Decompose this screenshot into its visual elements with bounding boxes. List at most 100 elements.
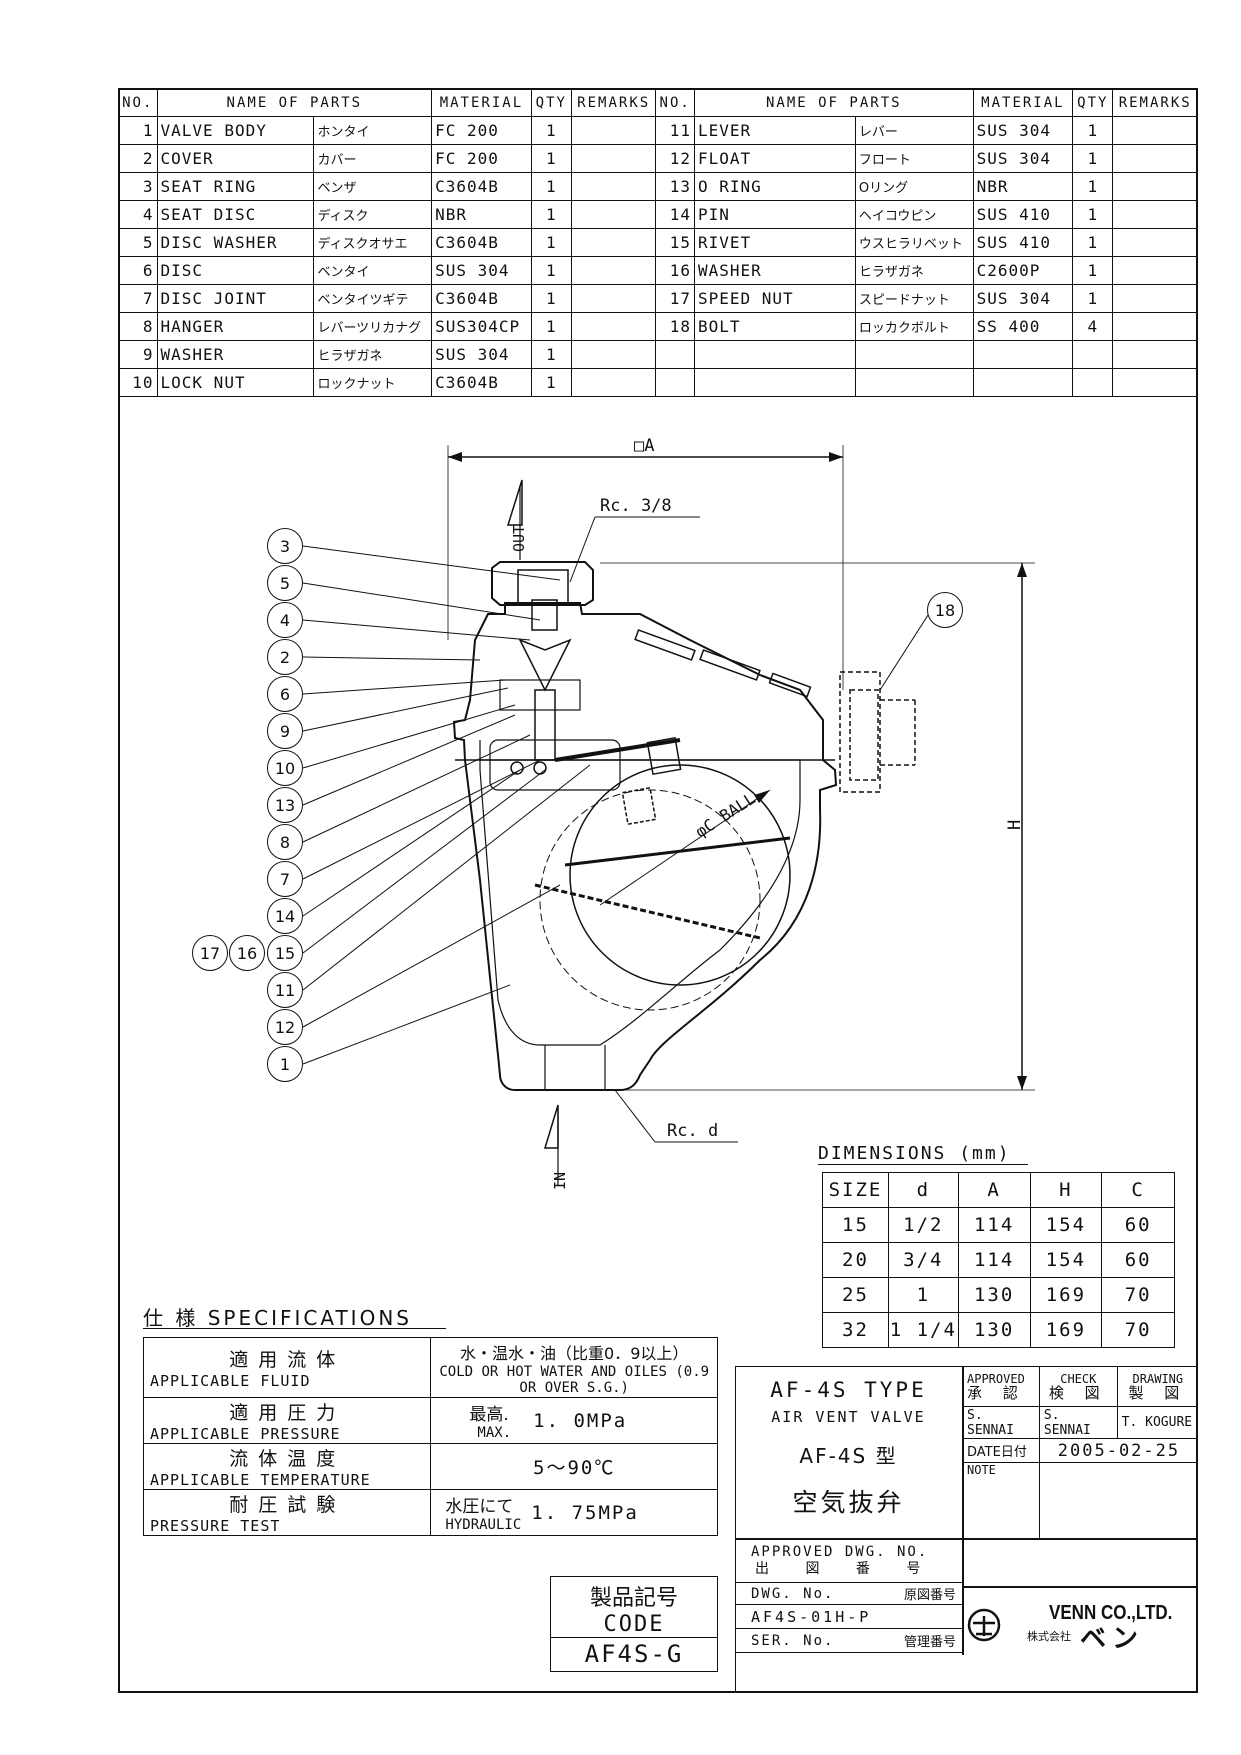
part-material: SUS 410	[972, 228, 1074, 257]
spec-fluid-jp: 適用流体	[229, 1349, 346, 1371]
dimensions-cell: 32	[822, 1312, 889, 1348]
spec-test-en: PRESSURE TEST	[150, 1517, 281, 1535]
valve-body-outline	[452, 602, 838, 1091]
venn-logo-icon	[967, 1608, 1001, 1642]
callout-bubble: 7	[267, 861, 303, 897]
part-qty: 1	[530, 116, 572, 145]
dimensions-cell: 154	[1029, 1242, 1103, 1278]
approved-by: S. SENNAI	[962, 1406, 1040, 1439]
part-name-jp: ロックナット	[313, 368, 433, 397]
part-name: SEAT RING	[156, 172, 315, 201]
dim-h-label: H	[1005, 820, 1025, 830]
dimensions-cell: 3/4	[887, 1242, 959, 1278]
part-no: 1	[118, 116, 158, 145]
out-label: OUT	[510, 525, 528, 552]
part-name-jp: カバー	[313, 144, 433, 173]
spec-pressure-max-en: MAX.	[477, 1425, 512, 1441]
part-name: DISC	[156, 256, 315, 285]
dimensions-cell: 20	[822, 1242, 889, 1278]
spec-fluid-en: APPLICABLE FLUID	[150, 1372, 311, 1390]
header-qty: QTY	[1072, 88, 1114, 117]
part-remarks	[570, 172, 657, 201]
desc-jp: 空気抜弁	[792, 1488, 905, 1517]
callout-bubble: 4	[267, 602, 303, 638]
in-label: IN	[551, 1172, 569, 1190]
dimensions-header-cell: SIZE	[822, 1172, 889, 1208]
part-qty: 1	[1072, 200, 1114, 229]
code-label-en: CODE	[603, 1612, 665, 1637]
approved-dwg-jp: 出 図 番 号	[755, 1561, 937, 1577]
part-material: C3604B	[431, 368, 532, 397]
header-name: NAME OF PARTS	[156, 88, 433, 117]
part-qty: 1	[1072, 172, 1114, 201]
ser-no-jp: 管理番号	[903, 1635, 956, 1650]
dimensions-cell: 154	[1029, 1207, 1103, 1243]
callout-bubble: 8	[267, 824, 303, 860]
approved-dwg-label: APPROVED DWG. NO.	[751, 1544, 929, 1560]
parts-table: NO. NAME OF PARTS MATERIAL QTY REMARKS N…	[118, 88, 1198, 397]
dimensions-cell: 1 1/4	[887, 1312, 959, 1348]
note-label: NOTE	[962, 1462, 1040, 1539]
dimensions-header-cell: C	[1101, 1172, 1175, 1208]
callout-bubble: 2	[267, 639, 303, 675]
part-name-jp: ヒラザガネ	[313, 340, 433, 369]
code-label-jp: 製品記号	[589, 1586, 678, 1611]
part-name-jp: ホンタイ	[313, 116, 433, 145]
part-name-jp: ウスヒラリベット	[854, 228, 974, 257]
dimensions-cell: 1/2	[887, 1207, 959, 1243]
spec-temp-val: 5～90℃	[533, 1457, 616, 1479]
spec-pressure-val: 1. 0MPa	[533, 1409, 628, 1432]
spec-title: 仕 様 SPECIFICATIONS	[143, 1306, 412, 1330]
drawing-label: DRAWING	[1132, 1372, 1184, 1386]
dimensions-cell: 60	[1101, 1242, 1175, 1278]
company-jp: ベン	[1080, 1624, 1145, 1654]
part-no	[655, 368, 695, 397]
code-box: 製品記号 CODE AF4S-G	[550, 1576, 718, 1672]
drawing-jp: 製 図	[1128, 1384, 1188, 1402]
callout-bubble: 14	[267, 898, 303, 934]
header-name: NAME OF PARTS	[693, 88, 974, 117]
part-name: LEVER	[693, 116, 856, 145]
part-name-jp: スピードナット	[854, 284, 974, 313]
part-qty	[1072, 340, 1114, 369]
part-remarks	[1112, 228, 1198, 257]
part-material: C3604B	[431, 172, 532, 201]
dim-c-label: φC BALL	[692, 789, 759, 842]
part-qty: 1	[1072, 116, 1114, 145]
parts-header-row: NO. NAME OF PARTS MATERIAL QTY REMARKS N…	[118, 88, 1198, 117]
part-remarks	[1112, 284, 1198, 313]
part-name-jp: フロート	[854, 144, 974, 173]
company-logo: VENN CO.,LTD. 株式会社 ベン	[965, 1598, 1195, 1654]
dimensions-cell: 15	[822, 1207, 889, 1243]
part-qty: 1	[1072, 144, 1114, 173]
part-qty: 1	[530, 256, 572, 285]
type-jp: AF-4S 型	[799, 1444, 898, 1468]
spec-pressure-en: APPLICABLE PRESSURE	[150, 1425, 341, 1443]
spec-fluid-val-en: COLD OR HOT WATER AND OILES (0.9 OR OVER…	[439, 1363, 710, 1396]
callout-bubble: 11	[267, 972, 303, 1008]
dimensions-cell: 114	[957, 1207, 1031, 1243]
spec-pressure-jp: 適用圧力	[229, 1402, 346, 1424]
part-qty: 1	[530, 284, 572, 313]
dimensions-cell: 1	[887, 1277, 959, 1313]
spec-test-jp: 耐圧試験	[229, 1494, 346, 1516]
part-no: 11	[655, 116, 695, 145]
part-name-jp: ディスク	[313, 200, 433, 229]
dimensions-header-cell: H	[1029, 1172, 1103, 1208]
spec-test-val: 1. 75MPa	[531, 1501, 639, 1524]
callout-bubble: 15	[267, 935, 303, 971]
part-name-jp	[854, 368, 974, 397]
check-label: CHECK	[1060, 1372, 1097, 1386]
part-material: FC 200	[431, 116, 532, 145]
dimensions-header-cell: d	[887, 1172, 959, 1208]
part-remarks	[570, 116, 657, 145]
